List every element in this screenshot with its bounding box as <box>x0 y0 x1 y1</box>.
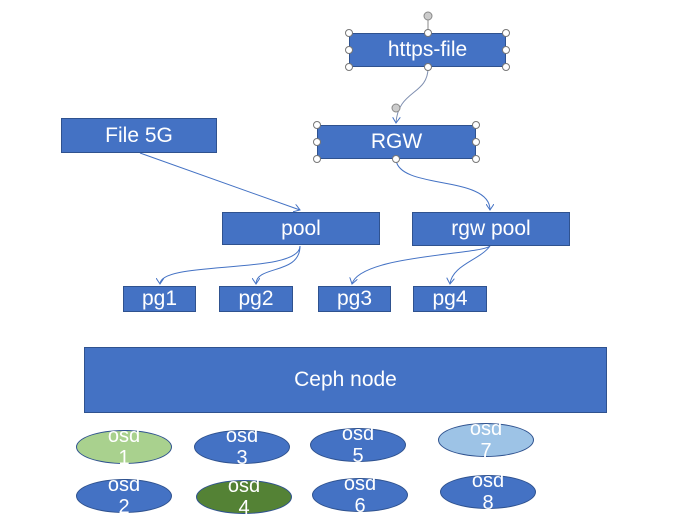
resize-handle[interactable] <box>345 63 353 71</box>
pg4-box[interactable]: pg4 <box>413 286 487 312</box>
osd-name: osd <box>471 470 505 492</box>
connector-rgw-rgwpool <box>395 159 490 210</box>
osd-number: 4 <box>238 497 250 519</box>
https-file-label: https-file <box>387 38 468 61</box>
https-file-box[interactable]: https-file <box>349 33 506 67</box>
pg3-label: pg3 <box>336 287 373 310</box>
resize-handle[interactable] <box>472 138 480 146</box>
resize-handle[interactable] <box>424 29 432 37</box>
pool-box[interactable]: pool <box>222 212 380 245</box>
pg4-label: pg4 <box>432 287 468 310</box>
resize-handle[interactable] <box>313 121 321 129</box>
resize-handle[interactable] <box>472 121 480 129</box>
osd-number: 5 <box>352 445 364 467</box>
resize-handle[interactable] <box>472 155 480 163</box>
rgw-label: RGW <box>370 130 423 153</box>
rgw-pool-box[interactable]: rgw pool <box>412 212 570 246</box>
pg1-label: pg1 <box>141 287 178 310</box>
resize-handle[interactable] <box>345 46 353 54</box>
resize-handle[interactable] <box>313 138 321 146</box>
resize-handle[interactable] <box>502 29 510 37</box>
rgw-pool-label: rgw pool <box>451 217 531 240</box>
pool-label: pool <box>281 216 321 240</box>
resize-handle[interactable] <box>313 155 321 163</box>
connector-pool-pg1 <box>160 245 301 284</box>
connector-rgwpool-pg3 <box>352 245 491 284</box>
osd-number: 3 <box>236 447 248 469</box>
resize-handle[interactable] <box>392 155 400 163</box>
osd-number: 2 <box>118 496 130 518</box>
rgw-box[interactable]: RGW <box>317 125 476 159</box>
pg1-box[interactable]: pg1 <box>123 286 196 312</box>
resize-handle[interactable] <box>502 46 510 54</box>
resize-handle[interactable] <box>345 29 353 37</box>
osd-number: 7 <box>480 440 492 462</box>
resize-handle[interactable] <box>502 63 510 71</box>
osd-name: osd <box>227 475 261 497</box>
pg2-label: pg2 <box>238 287 274 310</box>
connector-pool-pg2 <box>256 245 301 284</box>
connector-file-pool <box>139 152 300 210</box>
ceph-node-label: Ceph node <box>294 368 397 391</box>
file-5g-box[interactable]: File 5G <box>61 118 217 153</box>
osd-name: osd <box>343 473 377 495</box>
file-5g-label: File 5G <box>105 123 173 147</box>
osd-name: osd <box>107 474 141 496</box>
osd-name: osd <box>225 425 259 447</box>
pg3-box[interactable]: pg3 <box>318 286 391 312</box>
osd-name: osd <box>341 423 375 445</box>
ceph-node-box[interactable]: Ceph node <box>84 347 607 413</box>
osd-number: 1 <box>118 447 130 469</box>
osd-name: osd <box>469 418 503 440</box>
osd-name: osd <box>107 425 141 447</box>
connector-rgwpool-pg4 <box>450 245 491 284</box>
osd-number: 6 <box>354 495 366 517</box>
resize-handle[interactable] <box>424 63 432 71</box>
osd-number: 8 <box>482 492 494 514</box>
pg2-box[interactable]: pg2 <box>219 286 293 312</box>
connector-handle-icon <box>391 103 401 113</box>
rotate-handle-icon <box>423 11 433 21</box>
connector-https-rgw <box>396 67 429 123</box>
